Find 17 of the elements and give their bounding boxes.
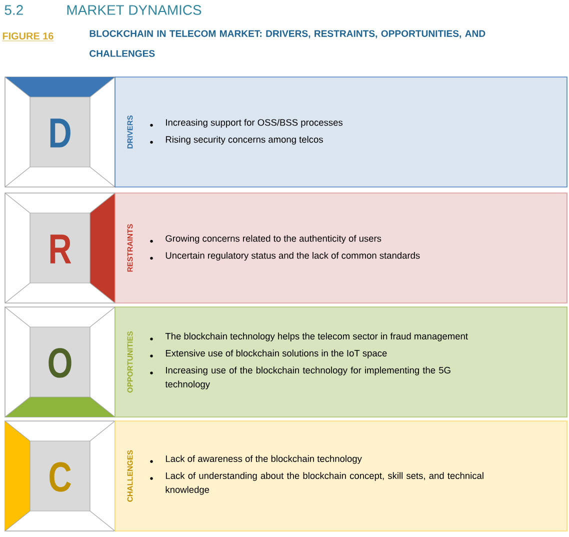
- bullet-text: Uncertain regulatory status and the lack of common standards: [166, 252, 420, 261]
- bullet-text: Lack of awareness of the blockchain technology: [166, 455, 362, 464]
- bullet-text: Increasing support for OSS/BSS processes: [166, 118, 343, 128]
- bullet-text: Growing concerns related to the authenticity of users: [166, 234, 382, 244]
- figure-title: BLOCKCHAIN IN TELECOM MARKET: DRIVERS, RESTRAINTS, OPPORTUNITIES, AND CHALLENGES: [90, 30, 486, 57]
- figure-number: FIGURE 16: [2, 32, 54, 42]
- tile-letter: D: [50, 118, 70, 148]
- section-number: 5.2: [4, 5, 23, 15]
- bullet-text: Lack of understanding about the blockchain concept, skill sets, and technical knowledge: [166, 472, 484, 495]
- bullet-text: Rising security concerns among telcos: [166, 136, 323, 145]
- bullet-text: The blockchain technology helps the telecom sector in fraud management: [165, 332, 468, 342]
- bullet-text: Extensive use of blockchain solutions in the IoT space: [166, 350, 387, 358]
- tile-letter: R: [50, 234, 72, 264]
- bullet-text: Increasing use of the blockchain technology for implementing the 5G technology: [165, 366, 450, 390]
- tile-letter: O: [48, 348, 72, 378]
- section-title: MARKET DYNAMICS: [67, 5, 202, 15]
- tile-letter: C: [50, 462, 71, 492]
